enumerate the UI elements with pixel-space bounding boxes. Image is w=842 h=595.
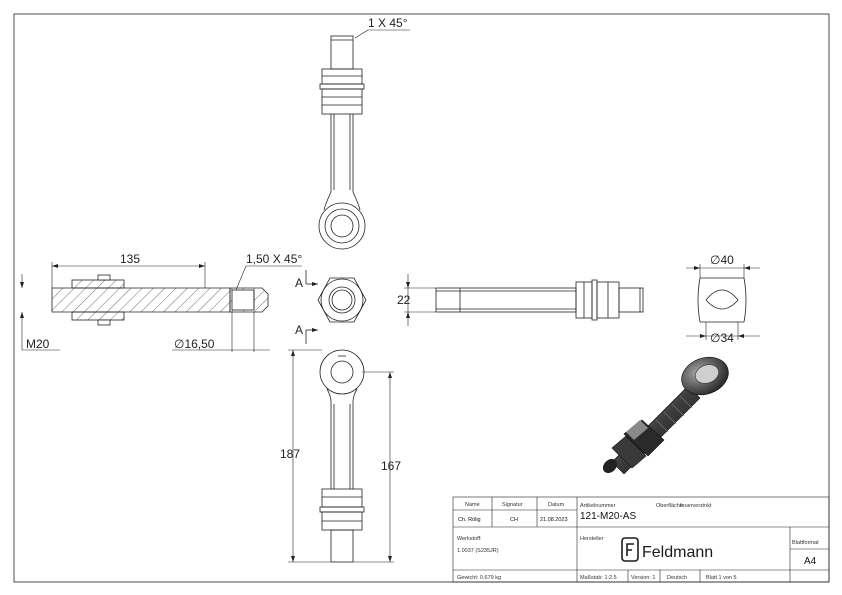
tb-material-value: 1.0037 (S235JR) <box>457 548 499 554</box>
dim-187: 187 <box>280 447 300 461</box>
tb-sheet-number: Blatt 1 von 5 <box>706 575 737 581</box>
tb-date-value: 21.08.2023 <box>540 517 568 523</box>
dim-40-34-lines <box>686 264 760 340</box>
tb-manufacturer-label: Hersteller <box>580 536 604 542</box>
eye-end-view <box>697 277 747 323</box>
tb-surface-value: feuerverzinkt <box>680 503 712 509</box>
dim-diameter-34: ∅34 <box>710 331 734 345</box>
tb-name-value: Ch. Rölig <box>458 517 481 523</box>
section-arrowheads <box>312 282 318 332</box>
chamfer-top-leader <box>354 29 369 39</box>
section-label-a-bottom: A <box>295 323 303 337</box>
dim-135-lines <box>51 262 206 288</box>
tb-header-name: Name <box>465 502 480 508</box>
brand-name: Feldmann <box>642 544 713 561</box>
tb-sheet-format-value: A4 <box>804 556 817 567</box>
dim-135: 135 <box>120 252 140 266</box>
sheet-border <box>13 13 830 583</box>
tb-article-label: Artikelnummer <box>580 503 616 509</box>
section-label-a-top: A <box>295 276 303 290</box>
left-section-view <box>51 274 269 326</box>
dim-22: 22 <box>397 293 411 307</box>
dim-diameter-16: ∅16,50 <box>174 337 215 351</box>
tb-header-date: Datum <box>548 502 565 508</box>
bottom-view <box>319 349 365 563</box>
feldmann-logo: Feldmann <box>621 537 713 562</box>
dim-m20-arrows <box>20 282 24 318</box>
tb-material-label: Werkstoff: <box>457 536 482 542</box>
dim-chamfer-thread: 1,50 X 45° <box>246 252 302 266</box>
top-view <box>318 35 366 250</box>
tb-signature-value: CH <box>510 517 518 523</box>
tb-header-signature: Signatur <box>502 502 523 508</box>
tb-article-value: 121-M20-AS <box>580 511 636 522</box>
dim-16-lines <box>172 312 270 352</box>
center-hex-view <box>317 277 367 323</box>
tb-scale: Maßstab: 1:2.5 <box>580 575 617 581</box>
section-arrows <box>305 270 318 344</box>
dim-167: 167 <box>381 459 401 473</box>
dim-diameter-40: ∅40 <box>710 253 734 267</box>
tb-weight: Gewicht: 0.679 kg <box>457 575 501 581</box>
chamfer-thread-leader <box>235 265 247 291</box>
title-block <box>452 496 830 583</box>
tb-version: Version: 1 <box>631 575 655 581</box>
tb-sheet-format-label: Blattformat <box>792 540 819 546</box>
tb-language: Deutsch <box>667 575 687 581</box>
dim-vertical-lines <box>288 349 394 563</box>
right-side-view <box>435 279 644 321</box>
dim-chamfer-top: 1 X 45° <box>368 16 408 30</box>
dim-m20: M20 <box>26 337 50 351</box>
isometric-3d-view <box>602 356 729 475</box>
dim-40-34-arrows <box>694 266 750 338</box>
tb-surface-label: Oberfläche: <box>656 503 685 509</box>
